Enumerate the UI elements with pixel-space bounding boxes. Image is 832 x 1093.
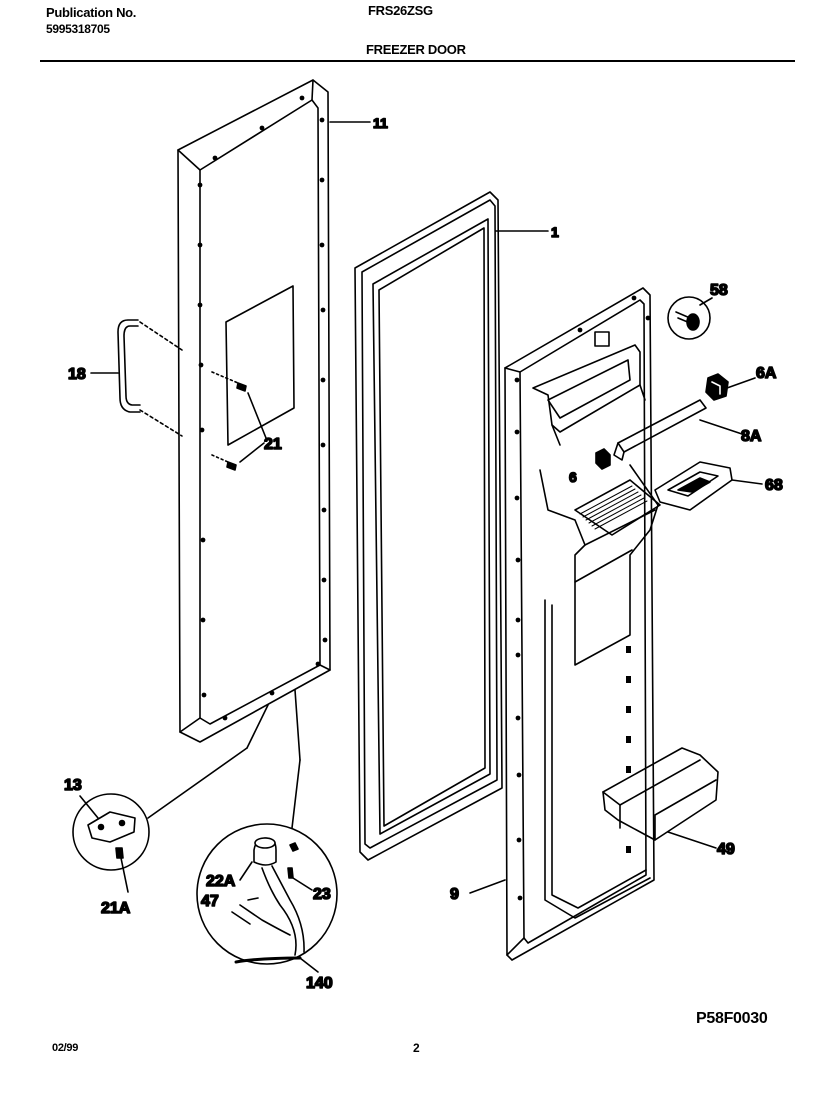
handle-screws — [211, 371, 267, 471]
callout-6: 6 — [569, 469, 577, 485]
callout-21a: 21A — [101, 900, 131, 917]
inner-door-liner — [504, 287, 661, 961]
callout-22a: 22A — [206, 873, 236, 890]
callout-11: 11 — [373, 115, 388, 131]
callout-1: 1 — [551, 224, 559, 240]
screw-detail — [667, 296, 713, 340]
header-rule — [40, 60, 795, 62]
actuator-68 — [654, 461, 763, 511]
part-6 — [595, 448, 611, 470]
publication-number: 5995318705 — [46, 22, 110, 36]
figure-code: P58F0030 — [696, 1010, 768, 1027]
clip-6a — [705, 373, 756, 401]
callout-6a: 6A — [756, 365, 777, 382]
section-title: FREEZER DOOR — [366, 42, 466, 57]
callout-49: 49 — [717, 841, 735, 858]
callout-8a: 8A — [741, 428, 762, 445]
model-number: FRS26ZSG — [368, 3, 433, 18]
publication-label: Publication No. — [46, 5, 137, 20]
rod-8a — [613, 399, 749, 461]
door-shelf-bin — [602, 747, 719, 849]
wiring-detail — [196, 689, 338, 973]
callout-21: 21 — [264, 436, 282, 453]
hinge-detail — [72, 704, 269, 893]
outer-door-panel — [177, 79, 331, 743]
callout-58: 58 — [710, 282, 728, 299]
callout-140: 140 — [306, 975, 333, 992]
footer-date: 02/99 — [52, 1042, 79, 1054]
callout-68: 68 — [765, 477, 783, 494]
callout-9: 9 — [450, 886, 459, 903]
callout-18: 18 — [68, 366, 86, 383]
door-handle — [117, 319, 183, 437]
door-gasket — [354, 191, 503, 861]
callout-47: 47 — [201, 893, 219, 910]
callout-13: 13 — [64, 777, 82, 794]
callout-23: 23 — [313, 886, 331, 903]
page-number: 2 — [413, 1041, 420, 1055]
